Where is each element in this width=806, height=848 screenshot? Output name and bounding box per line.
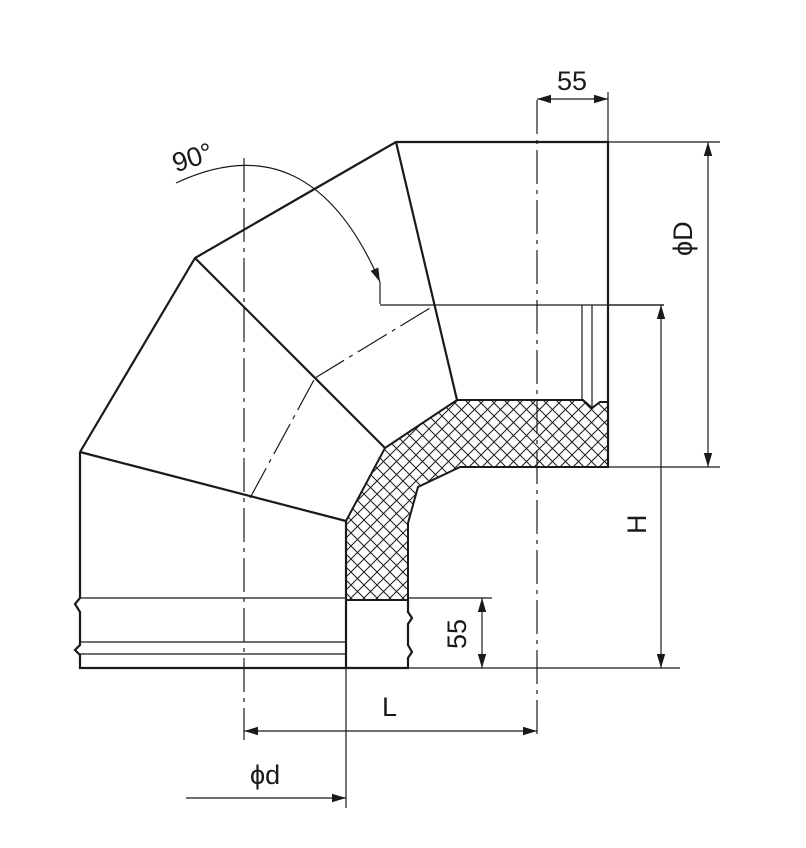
- top-length-label: 55: [557, 66, 587, 96]
- height-label: H: [622, 515, 652, 535]
- dimension-arrows: [175, 94, 713, 803]
- length-label: L: [382, 692, 397, 722]
- socket-details: [80, 305, 593, 670]
- inner-diameter-label: ϕd: [250, 760, 280, 790]
- bottom-length-label: 55: [442, 619, 472, 649]
- extension-lines: [345, 92, 720, 808]
- angle-label: 90°: [168, 137, 216, 178]
- insulation-section: [345, 399, 609, 601]
- dimension-labels: 90° 55 ϕD H 55 L ϕd: [168, 66, 698, 790]
- outer-diameter-label: ϕD: [668, 221, 698, 256]
